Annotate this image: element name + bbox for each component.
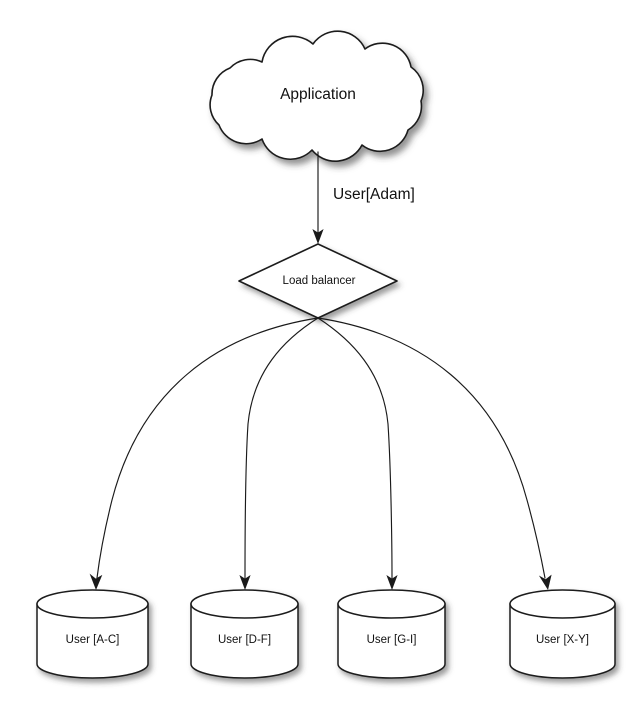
cylinder-body-0 xyxy=(36,603,149,679)
node-database-2[interactable]: User [G-I] xyxy=(337,589,446,679)
arrowhead-db-1 xyxy=(239,575,251,590)
edge-lb-to-db-2 xyxy=(317,317,398,590)
edge-label-user-adam: User[Adam] xyxy=(333,186,415,203)
cloud-shape xyxy=(209,30,424,162)
load-balancer-label: Load balancer xyxy=(283,275,356,287)
cylinder-top-2 xyxy=(337,589,446,619)
cylinder-top-3 xyxy=(509,589,616,619)
edge-path-db-0 xyxy=(96,317,319,579)
database-label-0: User [A-C] xyxy=(66,634,120,646)
edge-lb-to-db-1 xyxy=(239,317,319,590)
node-load-balancer[interactable]: Load balancer xyxy=(238,243,398,319)
application-label: Application xyxy=(280,86,356,103)
edge-lb-to-db-3 xyxy=(317,317,552,590)
cylinder-top-1 xyxy=(190,589,299,619)
edge-application-to-load-balancer: User[Adam] xyxy=(312,151,415,244)
edge-lb-to-db-0 xyxy=(89,317,319,590)
edge-path-db-3 xyxy=(317,317,546,579)
cylinder-top-0 xyxy=(36,589,149,619)
node-database-1[interactable]: User [D-F] xyxy=(190,589,299,679)
node-database-0[interactable]: User [A-C] xyxy=(36,589,149,679)
cylinder-body-3 xyxy=(509,603,616,679)
edge-path-db-1 xyxy=(244,317,319,579)
arrowhead-db-2 xyxy=(386,575,398,590)
database-label-1: User [D-F] xyxy=(218,634,271,646)
cylinder-body-2 xyxy=(337,603,446,679)
arrowhead-app-lb xyxy=(312,229,324,244)
edge-path-db-2 xyxy=(317,317,393,579)
node-application[interactable]: Application xyxy=(209,30,424,162)
database-label-3: User [X-Y] xyxy=(536,634,589,646)
node-database-3[interactable]: User [X-Y] xyxy=(509,589,616,679)
arrowhead-db-3 xyxy=(538,574,552,590)
cylinder-body-1 xyxy=(190,603,299,679)
database-label-2: User [G-I] xyxy=(367,634,417,646)
arrowhead-db-0 xyxy=(89,573,103,590)
